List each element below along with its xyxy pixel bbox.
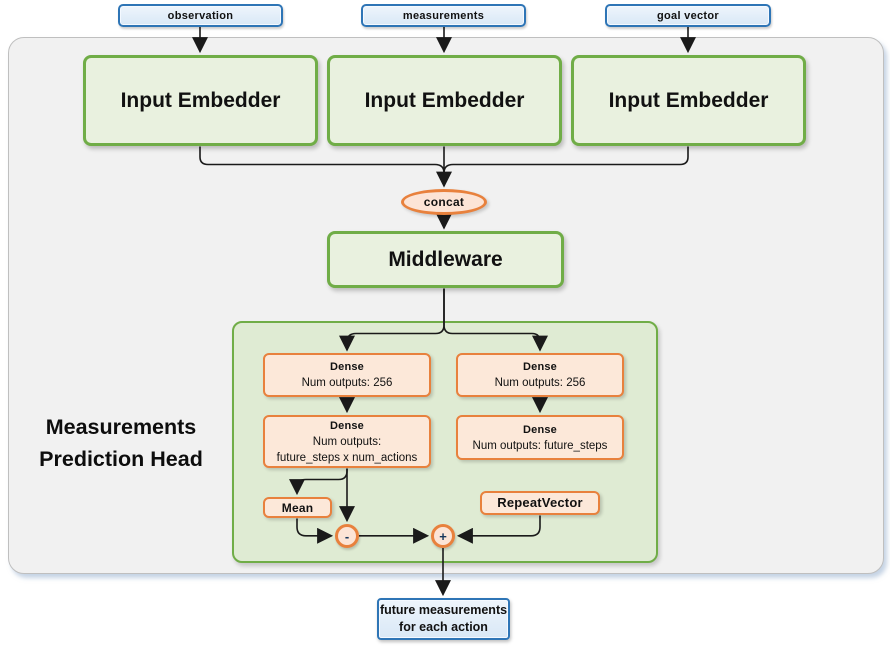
input-chip-observation: observation	[118, 4, 283, 27]
input-embedder-box-3: Input Embedder	[571, 55, 806, 146]
middleware-box: Middleware	[327, 231, 564, 288]
mean-label: Mean	[281, 500, 314, 515]
output-label-line2: for each action	[399, 620, 488, 634]
dense-box-action-2-title: Dense	[329, 419, 365, 432]
mean-box: Mean	[263, 497, 332, 518]
dense-box-action-2: Dense Num outputs: future_steps x num_ac…	[263, 415, 431, 468]
prediction-head-label-line2: Prediction Head	[39, 447, 203, 471]
input-chip-goal-vector: goal vector	[605, 4, 771, 27]
input-chip-measurements: measurements	[361, 4, 526, 27]
repeat-vector-box: RepeatVector	[480, 491, 600, 515]
output-box: future measurements for each action	[377, 598, 510, 640]
dense-box-action-1-detail: Num outputs: 256	[301, 377, 393, 389]
dense-box-action-1: Dense Num outputs: 256	[263, 353, 431, 397]
add-symbol: +	[439, 528, 447, 544]
input-chip-observation-label: observation	[167, 9, 234, 22]
subtract-symbol: -	[344, 528, 350, 544]
prediction-head-label: Measurements Prediction Head	[15, 411, 227, 475]
prediction-head-label-line1: Measurements	[45, 415, 197, 439]
dense-box-action-2-detail: Num outputs:	[312, 435, 382, 448]
dense-box-expectation-2: Dense Num outputs: future_steps	[456, 415, 624, 460]
dense-box-expectation-2-title: Dense	[522, 423, 558, 436]
concat-node: concat	[401, 189, 487, 215]
input-embedder-label-1: Input Embedder	[120, 88, 281, 112]
dense-box-expectation-2-detail: Num outputs: future_steps	[472, 439, 608, 452]
dense-box-expectation-1-title: Dense	[522, 361, 558, 373]
output-label-line1: future measurements	[379, 603, 508, 617]
add-node: +	[431, 524, 455, 548]
input-embedder-label-3: Input Embedder	[608, 88, 769, 112]
input-chip-goal-vector-label: goal vector	[657, 9, 719, 22]
input-chip-measurements-label: measurements	[402, 9, 485, 22]
subtract-node: -	[335, 524, 359, 548]
repeat-vector-label: RepeatVector	[497, 495, 583, 510]
dense-box-expectation-1-detail: Num outputs: 256	[494, 377, 586, 389]
dense-box-expectation-1: Dense Num outputs: 256	[456, 353, 624, 397]
dense-box-action-2-detail2: future_steps x num_actions	[276, 451, 418, 464]
input-embedder-box-2: Input Embedder	[327, 55, 562, 146]
input-embedder-label-2: Input Embedder	[364, 88, 525, 112]
middleware-label: Middleware	[388, 247, 503, 271]
concat-label: concat	[423, 195, 465, 209]
input-embedder-box-1: Input Embedder	[83, 55, 318, 146]
dense-box-action-1-title: Dense	[329, 361, 365, 373]
